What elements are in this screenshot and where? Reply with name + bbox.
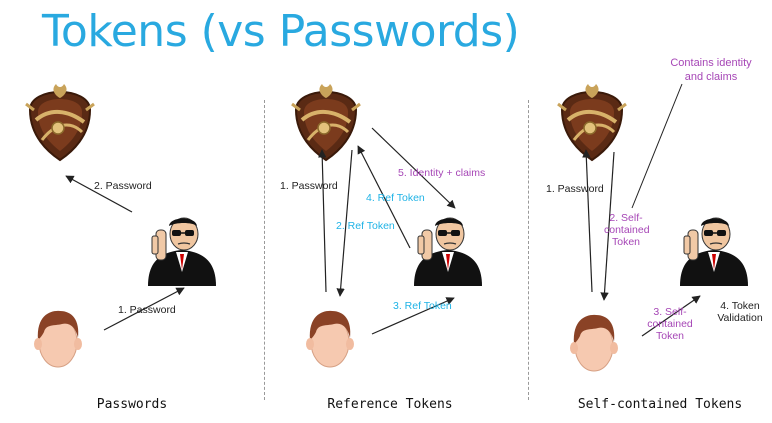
label-step4: 4. Ref Token <box>366 192 425 204</box>
caption-self-contained-tokens: Self-contained Tokens <box>577 397 743 412</box>
arrow-user-to-guard-reftoken <box>371 297 455 335</box>
label-step3: 3. Self- contained Token <box>647 306 693 342</box>
arrow-server-to-user-token <box>600 151 615 301</box>
note-contains-claims: Contains identity and claims <box>670 57 752 83</box>
security-guard-icon <box>147 217 217 287</box>
shield-crest-icon <box>24 82 96 162</box>
arrow-server-to-user-reftoken <box>336 149 353 297</box>
arrow-user-to-server-password <box>582 149 593 293</box>
label-step1: 1. Password <box>280 180 338 192</box>
arrow-user-to-server-password <box>318 149 327 293</box>
security-guard-icon <box>679 217 749 287</box>
note-connector <box>631 83 683 209</box>
label-step1: 1. Password <box>546 183 604 195</box>
label-step1: 1. Password <box>118 304 176 316</box>
label-step3: 3. Ref Token <box>393 300 452 312</box>
user-face-icon <box>305 310 355 368</box>
label-step2: 2. Password <box>94 180 152 192</box>
label-step2: 2. Self- contained Token <box>604 212 650 248</box>
security-guard-icon <box>413 217 483 287</box>
arrow-user-to-guard <box>103 287 185 331</box>
label-step2: 2. Ref Token <box>336 220 395 232</box>
caption-passwords: Passwords <box>96 397 168 412</box>
arrow-server-to-guard-claims <box>371 127 456 209</box>
arrow-user-to-guard-token <box>641 295 701 337</box>
panel-divider <box>264 100 265 400</box>
arrow-guard-to-server-reftoken <box>357 145 411 249</box>
page-title: Tokens (vs Passwords) <box>42 6 520 57</box>
user-face-icon <box>569 314 619 372</box>
caption-reference-tokens: Reference Tokens <box>327 397 453 412</box>
panel-divider <box>528 100 529 400</box>
label-step4: 4. Token Validation <box>717 300 763 324</box>
user-face-icon <box>33 310 83 368</box>
shield-crest-icon <box>290 82 362 162</box>
arrow-guard-to-server <box>65 175 133 213</box>
shield-crest-icon <box>556 82 628 162</box>
label-step5: 5. Identity + claims <box>398 167 486 179</box>
